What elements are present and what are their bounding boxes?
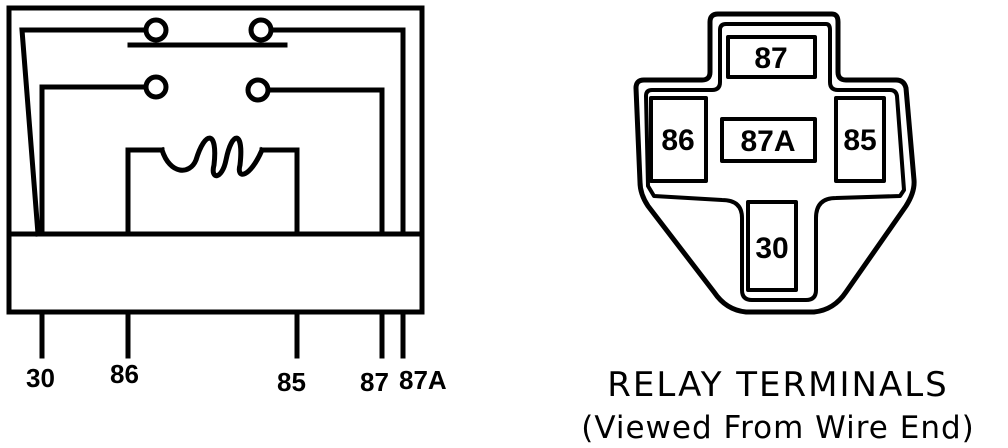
slot-30	[746, 200, 798, 292]
relay-schematic	[6, 5, 425, 359]
slot-87a	[720, 117, 817, 163]
relay-housing	[6, 5, 425, 237]
slot-label-87: 87	[754, 42, 787, 75]
diagram-subtitle: (Viewed From Wire End)	[581, 410, 975, 446]
diagram-title: RELAY TERMINALS	[607, 365, 948, 405]
wire-87a	[268, 27, 406, 237]
relay-base	[6, 231, 425, 315]
slot-label-85: 85	[843, 124, 876, 157]
terminal-label-87a: 87A	[399, 365, 447, 395]
lower-contact-left	[143, 74, 169, 100]
connector-outline-inner	[644, 22, 906, 302]
upper-contact-right	[248, 17, 274, 43]
wire-87-b	[265, 87, 385, 237]
wire-30	[19, 27, 149, 237]
relay-connector	[633, 11, 917, 315]
coil-wire-86	[125, 147, 165, 237]
slot-label-86: 86	[661, 124, 694, 157]
slot-label-30: 30	[755, 232, 788, 265]
terminal-label-30: 30	[26, 363, 55, 393]
slot-85	[834, 96, 886, 183]
slot-label-87a: 87A	[740, 125, 795, 158]
coil-icon	[158, 135, 266, 179]
terminal-label-87: 87	[360, 367, 389, 397]
coil-wire-85	[259, 147, 300, 237]
lower-contact-right	[245, 77, 271, 103]
slot-87	[726, 35, 817, 79]
wire-87-a	[39, 84, 149, 237]
upper-contact-left	[143, 17, 169, 43]
terminal-label-86: 86	[110, 359, 139, 389]
connector-outline-outer	[633, 11, 917, 315]
slot-86	[649, 96, 708, 183]
terminal-label-85: 85	[277, 367, 306, 397]
